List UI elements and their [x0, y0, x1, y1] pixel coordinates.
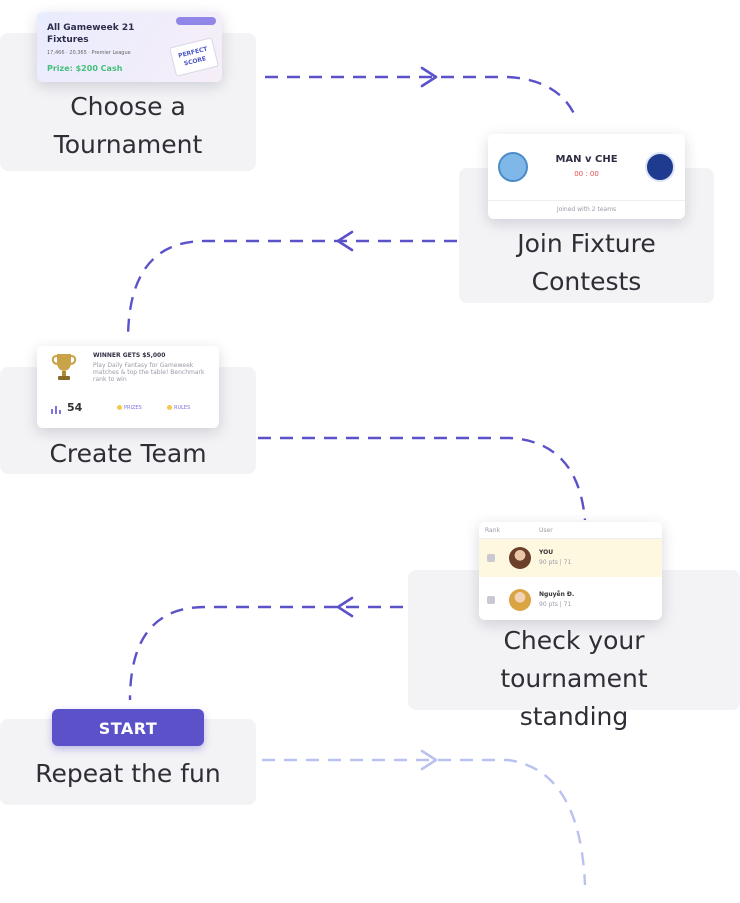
match-timer: 00 : 00 [574, 170, 599, 178]
card-badge [176, 17, 216, 25]
connector-4 [128, 605, 403, 701]
coin-icon [167, 405, 172, 410]
connector-1 [265, 75, 578, 119]
avatar [509, 547, 531, 569]
team-card-description: Play Daily Fantasy for Gameweek matches … [93, 362, 205, 383]
step-label: Repeat the fun [35, 759, 221, 788]
tournament-subtitle: 17,466 · 20,365 · Premier League [47, 50, 131, 56]
arrow-left-icon [336, 230, 354, 252]
table-row: Nguyễn Đ. 90 pts | 71 [479, 581, 662, 619]
rules-chip[interactable]: RULES [167, 405, 190, 411]
team-card: WINNER GETS $5,000 Play Daily Fantasy fo… [37, 346, 219, 428]
joined-teams-text: Joined with 2 teams [488, 200, 685, 219]
step-label: Join Fixture Contests [517, 229, 656, 296]
coin-icon [117, 405, 122, 410]
arrow-right-icon [420, 749, 438, 771]
match-title: MAN v CHE [555, 154, 618, 165]
connector-3 [258, 436, 587, 521]
team-card-title: WINNER GETS $5,000 [93, 352, 166, 359]
avatar [509, 589, 531, 611]
user-name: Nguyễn Đ. [539, 591, 575, 598]
away-club-crest-icon [645, 152, 675, 182]
tournament-title: All Gameweek 21 Fixtures [47, 23, 135, 45]
rank-icon [487, 554, 495, 562]
user-points: 90 pts | 71 [539, 559, 572, 566]
step-label: Choose a Tournament [53, 92, 203, 159]
user-name: YOU [539, 549, 554, 556]
home-club-crest-icon [498, 152, 528, 182]
trophy-icon [51, 354, 77, 380]
fixture-card: MAN v CHE 00 : 00 Joined with 2 teams [488, 134, 685, 219]
prizes-chip[interactable]: PRIZES [117, 405, 142, 411]
chip-label: PRIZES [124, 405, 142, 411]
step-label: Create Team [49, 439, 207, 468]
bar-chart-icon [51, 406, 61, 414]
entries-count: 54 [67, 401, 83, 414]
user-points: 90 pts | 71 [539, 601, 572, 608]
tournament-prize: Prize: $200 Cash [47, 64, 123, 73]
arrow-left-icon [336, 596, 354, 618]
connector-5 [262, 758, 587, 886]
user-column-header: User [539, 527, 553, 534]
tournament-card: All Gameweek 21 Fixtures 17,466 · 20,365… [37, 12, 222, 82]
standing-card: Rank User YOU 90 pts | 71 Nguyễn Đ. 90 p… [479, 522, 662, 620]
table-row: YOU 90 pts | 71 [479, 539, 662, 577]
start-button[interactable]: START [52, 709, 204, 746]
ticket-graphic: PERFECT SCORE [169, 37, 219, 77]
rank-column-header: Rank [485, 527, 500, 534]
arrow-right-icon [420, 66, 438, 88]
rank-icon [487, 596, 495, 604]
step-label: Check your tournament standing [500, 626, 648, 731]
standing-header: Rank User [479, 522, 662, 539]
connector-2 [126, 239, 457, 341]
chip-label: RULES [174, 405, 191, 411]
